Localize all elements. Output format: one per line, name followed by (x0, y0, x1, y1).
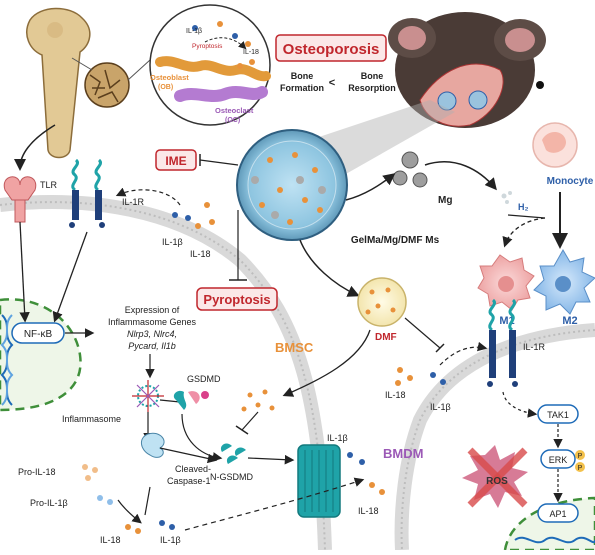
bmdm-label: BMDM (383, 446, 423, 461)
tak1-box (537, 404, 579, 424)
dmf-vesicle-icon (357, 277, 407, 327)
mg-to-h2-arrow (424, 161, 497, 191)
gelma-mg-dmf-microsphere (236, 129, 348, 241)
ros-burst-icon (462, 445, 528, 508)
expression-line3: Nlrp3, Nlrc4, (127, 329, 177, 339)
inset-il1b-label: IL-1β (186, 28, 202, 35)
gsdmd-icon (173, 390, 209, 410)
inset-il18-label: IL-18 (243, 49, 259, 56)
cleaved-caspase-line2: Caspase-1 (167, 476, 211, 486)
monocyte-icon (532, 122, 578, 168)
erk-box (540, 449, 576, 469)
il1b-right-label: IL-1β (430, 402, 451, 412)
il1r-left-receptor-icon (69, 158, 105, 228)
inset-pyroptosis-label: Pyroptosis (192, 43, 223, 50)
tlr-receptor-icon (3, 176, 37, 223)
il18-pore-label: IL-18 (358, 506, 379, 516)
right-cytokine-dots-icon (395, 367, 446, 386)
osteoporosis-title-box (275, 34, 387, 62)
ros-label: ROS (486, 476, 508, 487)
gsdmd-label: GSDMD (187, 374, 221, 384)
nfkb-box (11, 322, 65, 344)
nfkb-label: NF-κB (24, 329, 53, 340)
tlr-label: TLR (40, 180, 58, 190)
monocyte-label: Monocyte (547, 176, 594, 187)
il1b-bottom-label: IL-1β (160, 535, 181, 545)
il18-right-label: IL-18 (385, 390, 406, 400)
osteoporosis-title: Osteoporosis (283, 41, 380, 58)
microsphere-to-dmf-arrow (299, 239, 360, 297)
erk-label: ERK (549, 455, 568, 465)
bmsc-label: BMSC (275, 340, 314, 355)
inflammasome-label: Inflammasome (62, 414, 121, 424)
femur-bone-icon (26, 7, 91, 159)
ap1-box (537, 503, 579, 523)
m2-macrophage-icon (533, 248, 595, 315)
ime-badge (155, 149, 197, 171)
tak1-label: TAK1 (547, 410, 569, 420)
h2-label: H₂ (518, 202, 529, 212)
dmf-to-cytoplasm-arrow (282, 329, 371, 397)
dmf-orange-dots-icon (241, 389, 275, 412)
il1r-right-receptor-icon (487, 298, 518, 387)
dmf-label: DMF (375, 332, 397, 343)
mg-particles-icon (392, 151, 428, 188)
bone-resorption-line1: Bone (361, 71, 384, 81)
il1r-to-tak1-dashed (502, 391, 538, 418)
bone-formation-line1: Bone (291, 71, 314, 81)
pro-il1b-label: Pro-IL-1β (30, 498, 68, 508)
pro-cytokine-dots-icon (82, 464, 113, 505)
expression-line2: Inflammasome Genes (108, 317, 197, 327)
dna-right (514, 536, 595, 544)
bone-to-tlr-arrow (14, 124, 56, 171)
ap1-label: AP1 (549, 509, 566, 519)
n-gsdmd-label: N-GSDMD (210, 472, 253, 482)
microsphere-to-mg-arrow (345, 173, 396, 201)
bone-resorption-line2: Resorption (348, 83, 396, 93)
il1b-pore-label: IL-1β (327, 433, 348, 443)
erk-p2-label: P (578, 465, 583, 472)
inset-osteoblast-line2: (OB) (158, 84, 173, 91)
gsdmd-pore-icon (297, 444, 341, 518)
trabecular-bone-icon (71, 57, 151, 108)
osteoblast-osteoclast-inset (149, 4, 271, 126)
il1b-top-label: IL-1β (162, 237, 183, 247)
cleaved-caspase-icon (141, 432, 165, 458)
pro-to-mature-arrow (117, 499, 142, 524)
cytokine-release-dashed (184, 477, 365, 531)
erk-p1-label: P (578, 453, 583, 460)
expression-line1: Expression of (125, 305, 180, 315)
bone-formation-line2: Formation (280, 83, 324, 93)
h2-to-m1-dashed-arrow (502, 217, 546, 248)
inset-osteoclast-line1: Osteoclast (215, 106, 254, 115)
il18-bottom-label: IL-18 (100, 535, 121, 545)
m2-label: M2 (562, 315, 577, 327)
gsdmd-to-ngsdmd-arrow (181, 413, 223, 462)
il1r-left-label: IL-1R (122, 197, 145, 207)
rat-head-icon (388, 12, 546, 128)
il1r-right-label: IL-1R (523, 342, 546, 352)
n-gsdmd-icon (220, 443, 246, 464)
ime-label: IME (165, 154, 186, 168)
inflammasome-icon (132, 380, 164, 412)
m1-macrophage-icon (477, 254, 535, 311)
pyroptosis-badge-label: Pyroptosis (203, 292, 270, 307)
mg-label: Mg (438, 195, 452, 206)
il18-top-label: IL-18 (190, 249, 211, 259)
top-cytokine-dots-icon (172, 202, 215, 229)
pro-il18-label: Pro-IL-18 (18, 467, 56, 477)
cytokine-to-il1r-dashed (115, 187, 181, 206)
cleaved-caspase-line1: Cleaved- (175, 464, 211, 474)
balance-symbol: < (329, 77, 335, 89)
microsphere-label: GelMa/Mg/DMF Ms (351, 235, 440, 246)
inset-osteoblast-line1: Osteoblast (150, 73, 189, 82)
inset-osteoclast-line2: (OC) (225, 117, 240, 124)
pyroptosis-badge (196, 287, 278, 311)
expression-line4: Pycard, Il1b (128, 341, 176, 351)
